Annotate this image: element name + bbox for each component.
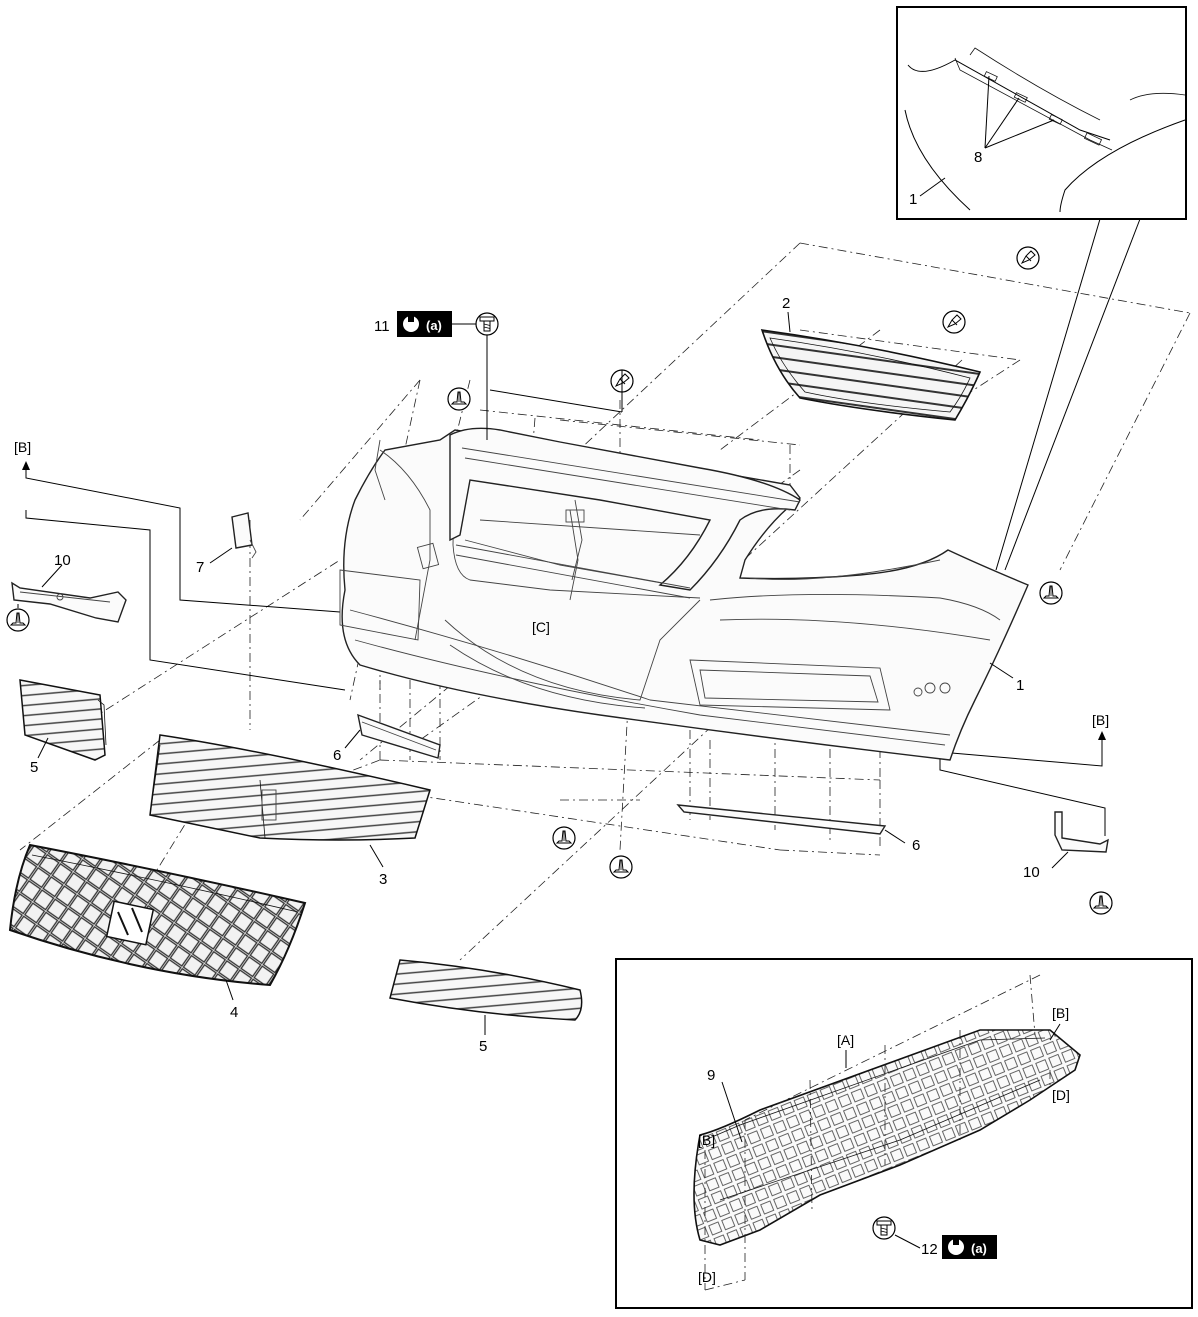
under-cover-inset: [A] [B] [D] [B] [D] 9 12 (a) bbox=[615, 958, 1193, 1309]
bolt-icon bbox=[872, 1216, 896, 1240]
torque-wrench-icon bbox=[403, 313, 419, 332]
callout-6-right: 6 bbox=[912, 837, 920, 854]
clip-icon bbox=[942, 310, 966, 334]
callout-8: 8 bbox=[974, 149, 982, 166]
callout-1-inset: 1 bbox=[909, 191, 917, 208]
torque-spec-12: (a) bbox=[971, 1241, 987, 1256]
callout-5-bottom: 5 bbox=[479, 1038, 487, 1055]
grille-support-frame bbox=[449, 427, 801, 599]
ref-d-inset-left: [D] bbox=[698, 1269, 716, 1285]
callout-10-right: 10 bbox=[1023, 864, 1040, 881]
callout-11: 11 bbox=[374, 318, 390, 335]
ref-b-inset-left: [B] bbox=[698, 1132, 715, 1148]
lower-trim-right bbox=[676, 804, 887, 835]
callout-2: 2 bbox=[782, 295, 790, 312]
callout-4: 4 bbox=[230, 1004, 238, 1021]
ref-b-right: [B] bbox=[1092, 712, 1109, 728]
ref-b-inset-right: [B] bbox=[1052, 1005, 1069, 1021]
clip-icon bbox=[1016, 246, 1040, 270]
lower-trim-left bbox=[357, 713, 441, 759]
torque-wrench-icon bbox=[948, 1236, 964, 1255]
callout-12: 12 bbox=[921, 1241, 938, 1258]
torque-spec-11: (a) bbox=[426, 318, 442, 333]
ref-b-upper-left: [B] bbox=[14, 439, 31, 455]
lower-grille bbox=[149, 734, 431, 841]
callout-5-left: 5 bbox=[30, 759, 38, 776]
callout-9: 9 bbox=[707, 1067, 715, 1084]
zoom-line-right bbox=[1004, 218, 1141, 571]
side-bracket-left bbox=[11, 581, 127, 623]
fog-lamp-cover-left bbox=[19, 679, 107, 761]
callout-3: 3 bbox=[379, 871, 387, 888]
push-rivet-icon bbox=[1039, 581, 1063, 605]
push-rivet-icon bbox=[609, 855, 633, 879]
callout-7: 7 bbox=[196, 559, 204, 576]
tow-hook-cover bbox=[231, 512, 257, 559]
bolt-11-group: 11 (a) bbox=[374, 311, 499, 440]
inset-dash-lines bbox=[704, 974, 1051, 1291]
ref-a-inset: [A] bbox=[837, 1032, 854, 1048]
callout-10-left: 10 bbox=[54, 552, 71, 569]
callout-6-left: 6 bbox=[333, 747, 341, 764]
fog-lamp-cover-right bbox=[389, 959, 583, 1021]
push-rivet-icon bbox=[447, 387, 471, 411]
push-rivet-icon bbox=[6, 608, 30, 632]
side-bracket-right bbox=[1054, 811, 1109, 853]
upper-mount-inset: 8 1 bbox=[896, 6, 1187, 220]
front-bumper-cover bbox=[339, 429, 1029, 761]
front-grille-mesh bbox=[8, 843, 307, 987]
ref-c-center: [C] bbox=[532, 619, 550, 635]
push-rivet-icon bbox=[1089, 891, 1113, 915]
upper-grille bbox=[760, 329, 982, 421]
zoom-line-left bbox=[995, 218, 1101, 571]
callout-1-main: 1 bbox=[1016, 677, 1024, 694]
push-rivet-icon bbox=[552, 826, 576, 850]
ref-d-inset-right: [D] bbox=[1052, 1087, 1070, 1103]
bolt-icon bbox=[475, 312, 499, 336]
